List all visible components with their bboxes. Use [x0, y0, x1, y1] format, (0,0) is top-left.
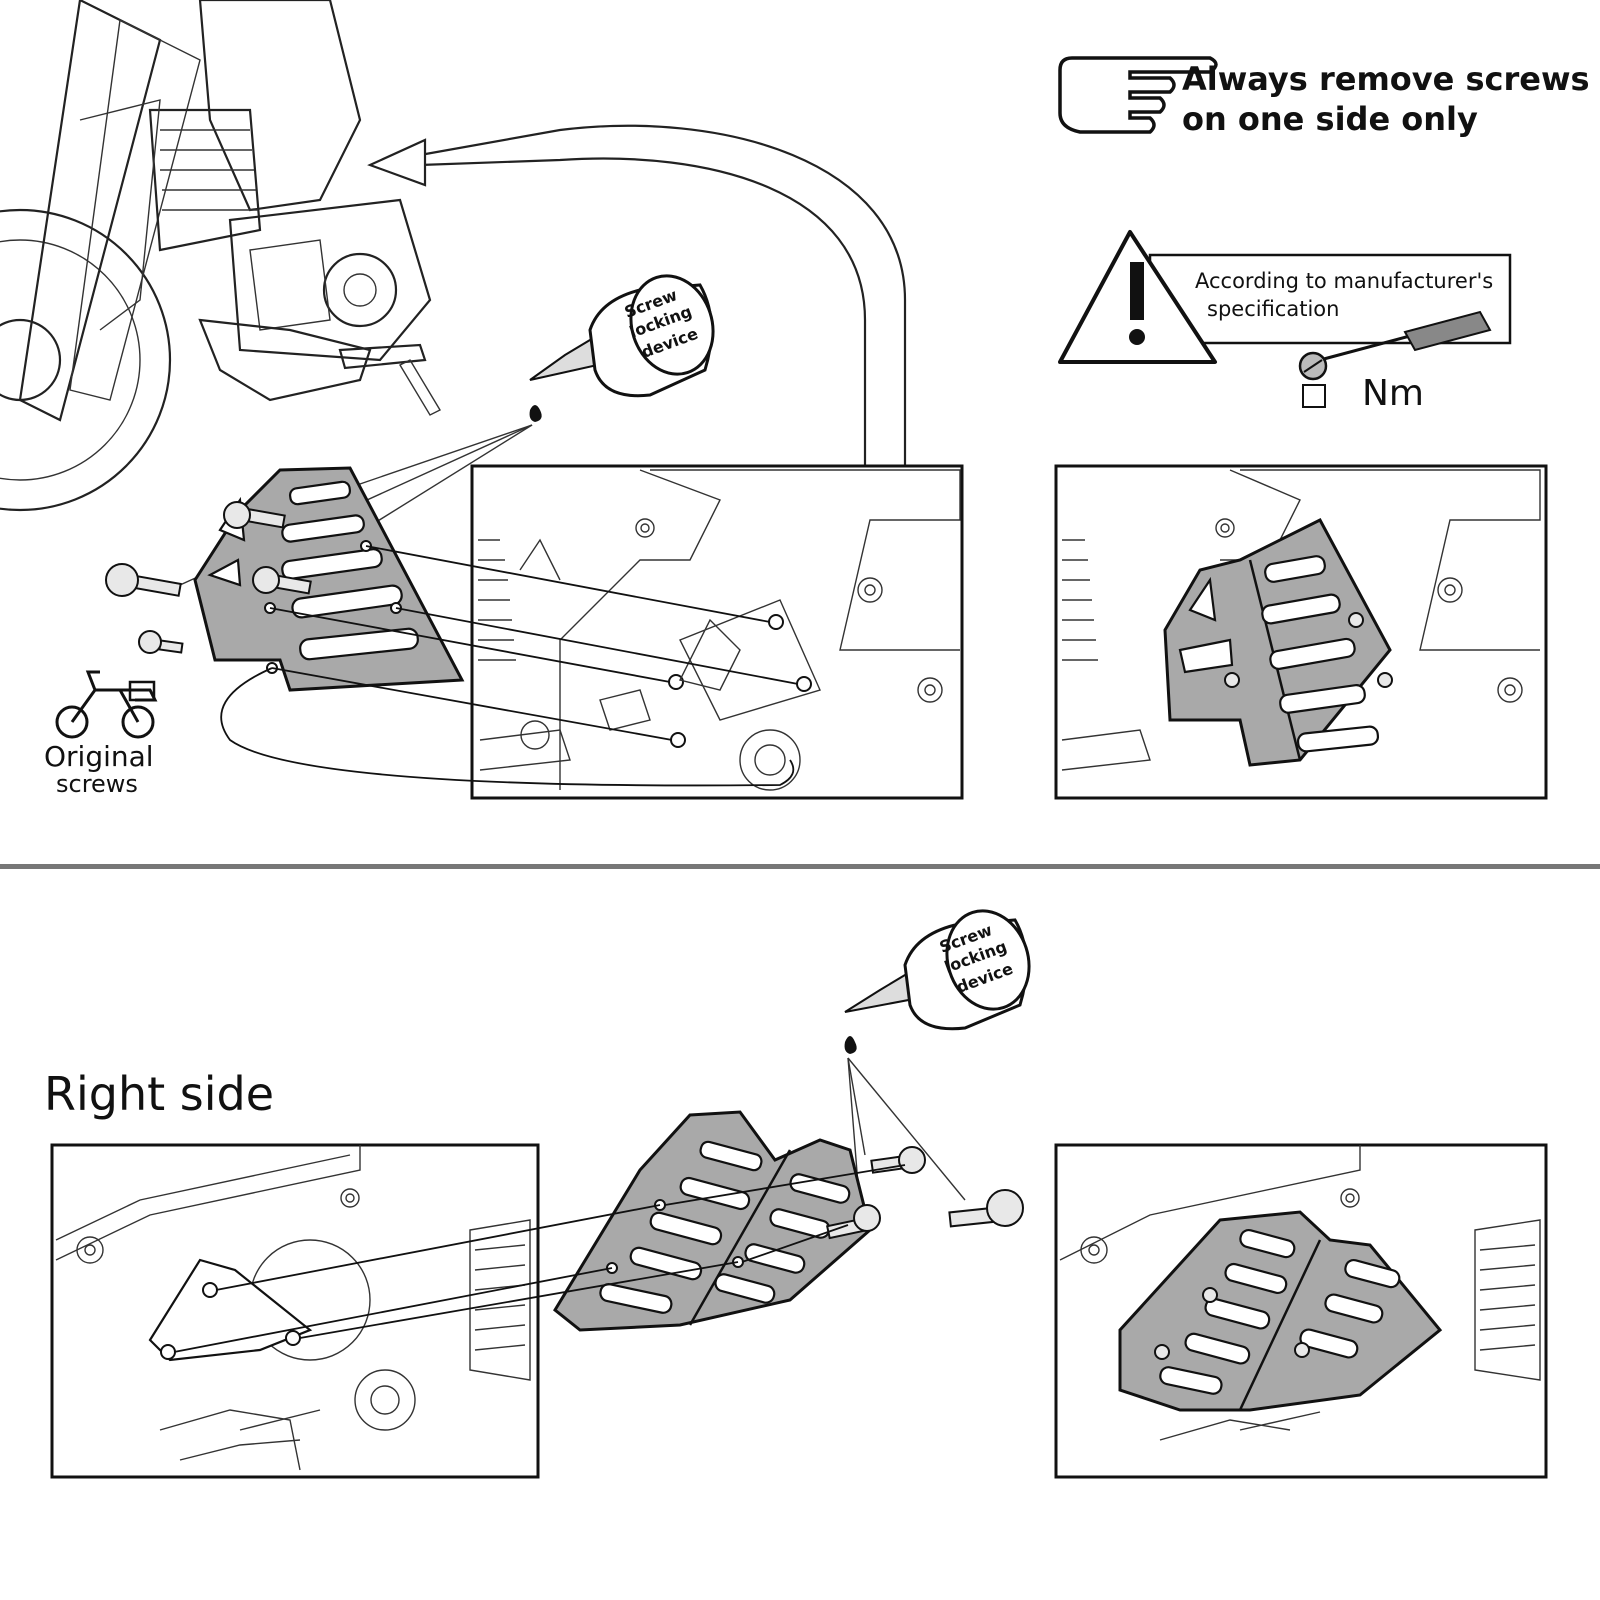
motorcycle-icon [55, 670, 158, 739]
hint-line-2: on one side only [1182, 100, 1478, 138]
loctite-guide-lines [847, 1057, 966, 1211]
screw-icon [826, 1204, 881, 1240]
screw-locking-bottle-icon [844, 909, 1031, 1054]
screw-icon [223, 501, 286, 529]
screw-icon [870, 1146, 926, 1174]
screw-icon [948, 1189, 1024, 1228]
curved-arrow-head-icon [367, 138, 427, 187]
alignment-arrows [220, 545, 799, 787]
left-detail-before-panel [470, 464, 964, 800]
left-detail-after-panel [1054, 464, 1548, 800]
motorcycle-illustration [0, 0, 441, 512]
curved-arrow-line-inner [419, 157, 867, 465]
original-screws-line-1: Original [44, 740, 154, 773]
torque-line-1: According to manufacturer's [1195, 269, 1493, 293]
section-divider [0, 864, 1600, 869]
curved-arrow-line [419, 124, 907, 465]
right-detail-before-panel [50, 1143, 540, 1479]
hint-line-1: Always remove screws [1182, 60, 1590, 98]
right-detail-after-panel [1054, 1143, 1548, 1479]
alignment-arrows [173, 1164, 906, 1353]
screw-icon [105, 563, 182, 597]
right-guard-plate [553, 1110, 872, 1332]
original-screws-line-2: screws [56, 770, 138, 798]
pointing-hand-icon [1058, 56, 1218, 134]
warning-exclamation-dot [1129, 329, 1145, 345]
torque-line-2: specification [1207, 297, 1339, 321]
screw-icon [252, 566, 312, 595]
screw-locking-bottle-icon [529, 274, 715, 422]
warning-exclamation-bar [1130, 262, 1144, 320]
torque-wrench-icon [1298, 310, 1492, 408]
screw-icon [138, 630, 184, 654]
torque-unit: Nm [1362, 373, 1424, 414]
right-side-title: Right side [44, 1067, 274, 1121]
